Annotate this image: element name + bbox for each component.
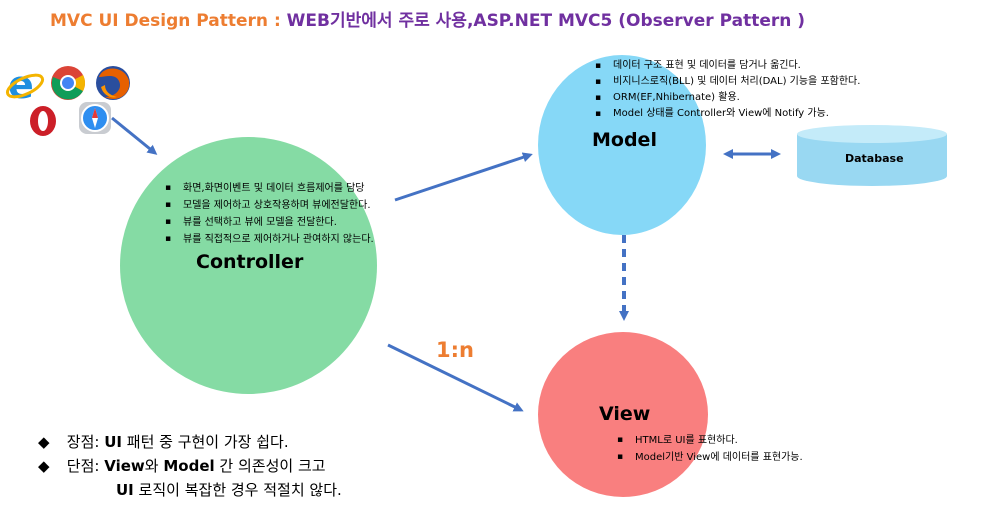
pros-row: ◆ 장점: UI 패턴 중 구현이 가장 쉽다.: [38, 430, 342, 454]
controller-bullet: 뷰를 직접적으로 제어하거나 관여하지 않는다.: [165, 231, 374, 248]
controller-bullets: 화면,화면이벤트 및 데이터 흐름제어를 담당 모델을 제어하고 상호작용하며 …: [165, 180, 374, 248]
pros-keyword: UI: [104, 433, 122, 451]
pros-prefix: 장점:: [66, 433, 100, 451]
opera-icon: [30, 106, 56, 136]
controller-bullet: 뷰를 선택하고 뷰에 모델을 전달한다.: [165, 214, 374, 231]
model-bullet: Model 상태를 Controller와 View에 Notify 가능.: [595, 106, 860, 122]
arrow-controller-to-model: [394, 152, 533, 202]
arrow-controller-to-view: [387, 343, 524, 412]
cons-line2-keyword: UI: [116, 481, 134, 499]
cons-line2-text: 로직이 복잡한 경우 적절치 않다.: [138, 481, 342, 499]
ie-icon: e: [5, 64, 45, 104]
view-bullets: HTML로 UI를 표현하다. Model기반 View에 데이터를 표현가능.: [617, 432, 803, 466]
pros-text: 패턴 중 구현이 가장 쉽다.: [126, 433, 289, 451]
cons-prefix: 단점:: [66, 457, 100, 475]
pros-cons-notes: ◆ 장점: UI 패턴 중 구현이 가장 쉽다. ◆ 단점: View와 Mod…: [38, 430, 342, 502]
controller-bullet: 화면,화면이벤트 및 데이터 흐름제어를 담당: [165, 180, 374, 197]
controller-bullet: 모델을 제어하고 상호작용하며 뷰에전달한다.: [165, 197, 374, 214]
cons-row-continued: UI 로직이 복잡한 경우 적절치 않다.: [38, 478, 342, 502]
database-label: Database: [845, 152, 904, 165]
model-bullets: 데이터 구조 표현 및 데이터를 담거나 옮긴다. 비지니스로직(BLL) 및 …: [595, 58, 860, 122]
diamond-bullet-icon: ◆: [38, 457, 50, 475]
safari-icon: [79, 102, 111, 134]
model-bullet: 비지니스로직(BLL) 및 데이터 처리(DAL) 기능을 포함한다.: [595, 74, 860, 90]
cons-connector: 와: [144, 457, 159, 475]
view-node: [538, 332, 708, 497]
ratio-label: 1:n: [436, 338, 474, 362]
diamond-bullet-icon: ◆: [38, 433, 50, 451]
cons-row: ◆ 단점: View와 Model 간 의존성이 크고: [38, 454, 342, 478]
cons-keyword-view: View: [104, 457, 145, 475]
title-part-2: WEB기반에서 주로 사용,ASP.NET MVC5 (Observer Pat…: [286, 11, 806, 31]
title-part-1: MVC UI Design Pattern :: [50, 11, 287, 31]
model-label: Model: [592, 129, 657, 151]
cons-keyword-model: Model: [163, 457, 215, 475]
browser-icons: e: [0, 60, 140, 140]
controller-label: Controller: [196, 251, 304, 273]
database-node: [797, 125, 947, 186]
cons-text: 간 의존성이 크고: [219, 457, 326, 475]
view-label: View: [599, 403, 651, 425]
model-bullet: 데이터 구조 표현 및 데이터를 담거나 옮긴다.: [595, 58, 860, 74]
view-bullet: Model기반 View에 데이터를 표현가능.: [617, 449, 803, 466]
diagram-title: MVC UI Design Pattern : WEB기반에서 주로 사용,AS…: [50, 6, 805, 31]
model-bullet: ORM(EF,Nhibernate) 활용.: [595, 90, 860, 106]
view-bullet: HTML로 UI를 표현하다.: [617, 432, 803, 449]
chrome-icon: [51, 66, 85, 100]
firefox-icon: [96, 66, 130, 100]
arrow-browser-to-controller: [111, 116, 158, 155]
